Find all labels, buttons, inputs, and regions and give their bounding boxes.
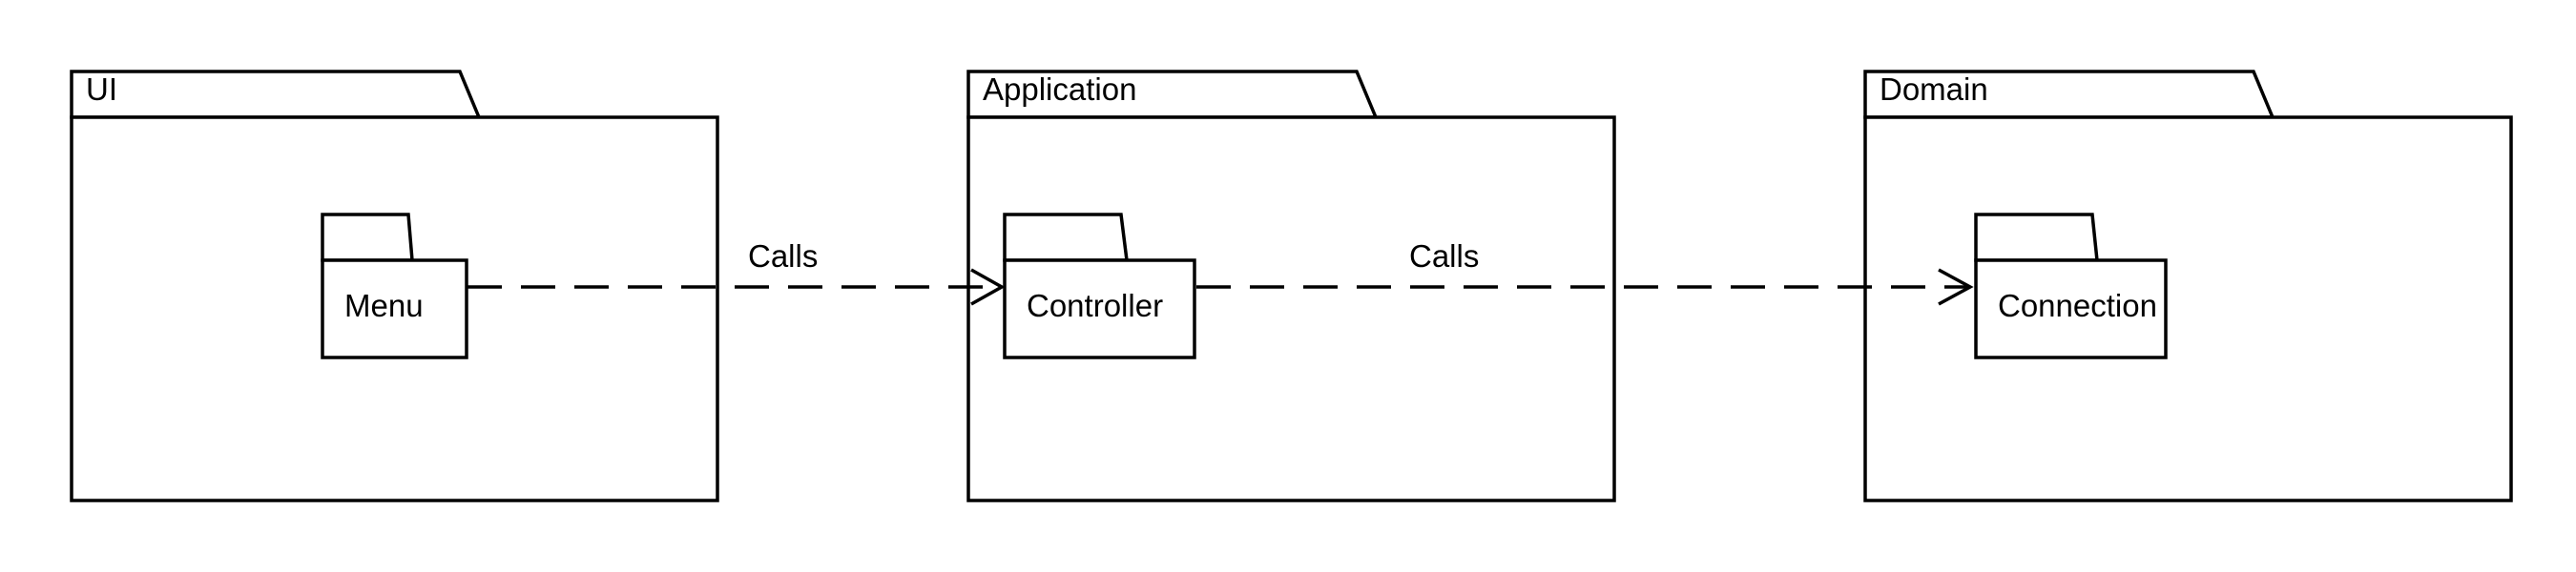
subpackage-connection-body	[1974, 258, 2168, 359]
open-arrowhead-icon	[1938, 268, 1974, 306]
open-arrowhead-icon	[970, 268, 1006, 306]
dependency-label: Calls	[1409, 238, 1479, 274]
dependency-menu-to-controller: Calls	[467, 238, 1006, 306]
subpackage-menu-tab	[321, 213, 414, 262]
dependency-controller-to-connection: Calls	[1196, 238, 1974, 306]
package-domain: Domain	[1863, 70, 2513, 502]
subpackage-menu: Menu	[321, 213, 468, 359]
subpackage-connection-tab	[1974, 213, 2099, 262]
subpackage-connection-label: Connection	[1998, 288, 2157, 323]
package-ui-tab	[70, 70, 482, 119]
subpackage-menu-label: Menu	[344, 288, 424, 323]
subpackage-menu-body	[321, 258, 468, 359]
subpackage-controller-body	[1003, 258, 1196, 359]
package-ui-label: UI	[86, 72, 117, 107]
dependency-label: Calls	[748, 238, 818, 274]
subpackage-connection: Connection	[1974, 213, 2168, 359]
subpackage-controller-tab	[1003, 213, 1129, 262]
package-domain-label: Domain	[1880, 72, 1988, 107]
subpackage-controller-label: Controller	[1027, 288, 1163, 323]
subpackage-controller: Controller	[1003, 213, 1196, 359]
package-application-label: Application	[983, 72, 1136, 107]
package-domain-body	[1863, 115, 2513, 502]
